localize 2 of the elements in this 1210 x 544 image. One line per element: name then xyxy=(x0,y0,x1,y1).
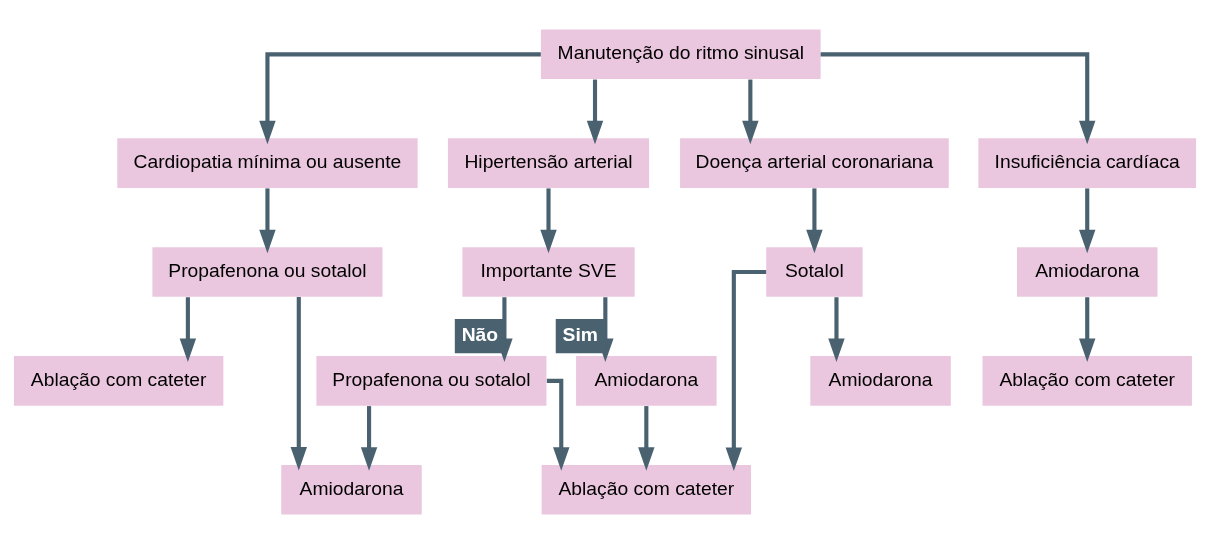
edge-label: Sim xyxy=(562,323,598,345)
edge-label: Não xyxy=(461,323,499,345)
